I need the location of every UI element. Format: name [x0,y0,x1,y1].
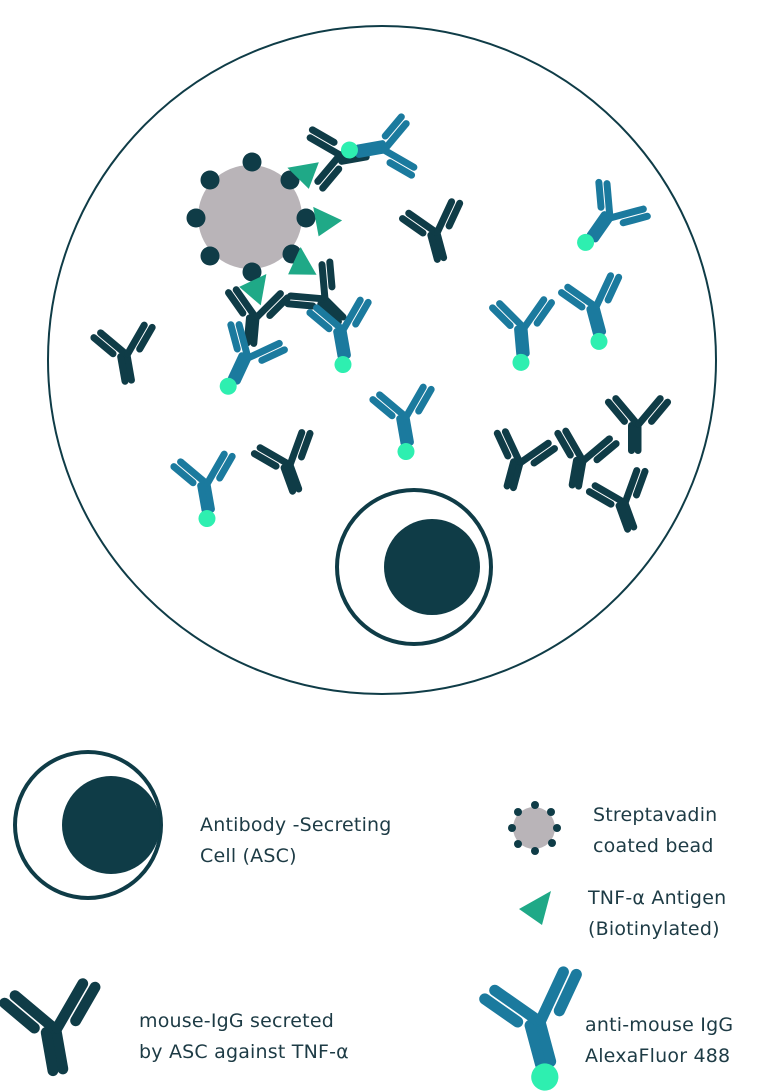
legend-mouse-igg-line1: mouse-IgG secreted [139,1010,334,1032]
legend-antigen-line2: (Biotinylated) [588,918,720,940]
triangle-antigen-icon [519,891,551,925]
legend-asc-line1: Antibody -Secreting [200,814,392,836]
legend-antigen-label: TNF-α Antigen (Biotinylated) [588,883,726,945]
legend-anti-mouse-label: anti-mouse IgG AlexaFluor 488 [585,1010,733,1072]
legend-anti-mouse-line1: anti-mouse IgG [585,1014,734,1036]
legend-mouse-igg-label: mouse-IgG secreted by ASC against TNF-α [139,1006,349,1068]
antigen-2 [310,206,344,239]
streptavidin-bead [186,152,316,282]
dark-antibody-icon [0,972,117,1084]
droplet-boundary [47,25,717,695]
legend-mouse-igg-line2: by ASC against TNF-α [139,1041,349,1063]
anti-mouse-igg-bound-1 [336,110,421,192]
legend-antigen-line1: TNF-α Antigen [588,887,727,909]
legend-asc-label: Antibody -Secreting Cell (ASC) [200,810,392,872]
streptavidin-bead-icon [508,801,561,855]
legend-anti-mouse-line2: AlexaFluor 488 [585,1045,731,1067]
asc-cell-icon [13,750,163,900]
anti-mouse-igg-bound-3 [303,293,385,378]
legend-asc-line2: Cell (ASC) [200,845,297,867]
legend-bead-line2: coated bead [593,835,714,857]
antibody-secreting-cell [335,488,493,646]
legend-bead-label: Streptavadin coated bead [593,800,717,862]
legend-bead-line1: Streptavadin [593,804,718,826]
